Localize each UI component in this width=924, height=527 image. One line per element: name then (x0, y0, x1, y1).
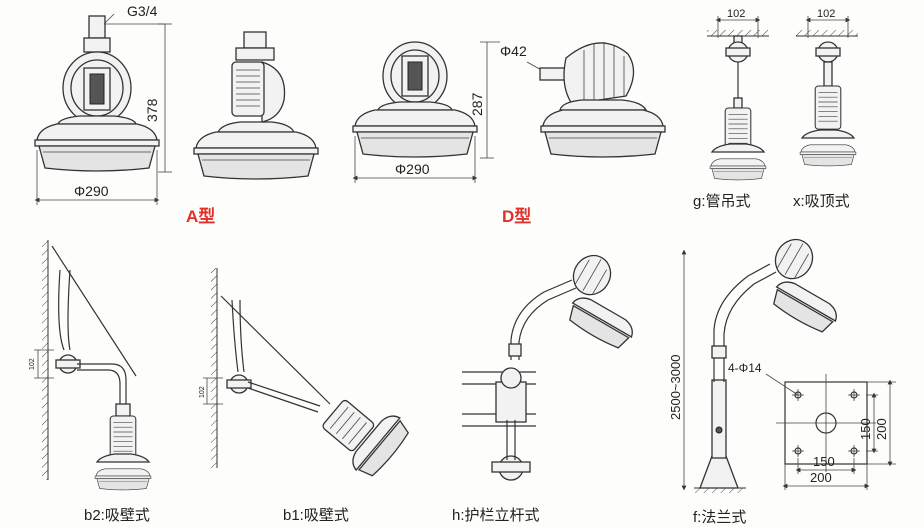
flange-inner-width-label: 150 (813, 454, 835, 469)
a-type-front-view (34, 15, 160, 172)
b1-dim-label: 102 (199, 386, 206, 398)
g-pipe-mount: 102 g:管吊式 (693, 8, 769, 210)
a-height-label: 378 (144, 98, 160, 122)
flange-outer-height-label: 200 (874, 418, 889, 440)
h-guardrail-mount: h:护栏立杆式 (452, 254, 633, 524)
d-type-front-view (352, 41, 478, 158)
flange-outer-width-label: 200 (810, 470, 832, 485)
b2-wall-mount: 102 b2:吸壁式 (29, 240, 152, 524)
b1-mount-label: b1:吸壁式 (283, 507, 349, 524)
f-height-label: 2500~3000 (668, 355, 683, 420)
a-diameter-label: Φ290 (74, 183, 109, 199)
g-dim-label: 102 (727, 8, 745, 20)
b2-mount-label: b2:吸壁式 (84, 507, 150, 524)
flange-plate-detail: 4-Φ14 150 200 150 200 (728, 361, 896, 490)
x-dim-label: 102 (817, 8, 835, 20)
a-type-side-view (193, 31, 319, 180)
d-type-dimensions: 287 Φ290 Φ42 (352, 41, 546, 183)
g-mount-label: g:管吊式 (693, 193, 751, 210)
a-type-dimensions: G3/4 378 Φ290 (34, 3, 172, 205)
d-diameter-label: Φ290 (395, 161, 430, 177)
a-type-label: A型 (186, 206, 215, 226)
a-thread-label: G3/4 (127, 3, 158, 19)
d-pipe-diameter-label: Φ42 (500, 43, 527, 59)
x-mount-label: x:吸顶式 (793, 193, 850, 210)
f-mount-label: f:法兰式 (693, 509, 746, 526)
d-type-side-view (539, 42, 666, 158)
b1-wall-mount: 102 b1:吸壁式 (199, 268, 410, 524)
flange-inner-height-label: 150 (858, 418, 873, 440)
flange-holes-label: 4-Φ14 (728, 361, 762, 375)
h-mount-label: h:护栏立杆式 (452, 507, 540, 524)
x-ceiling-mount: 102 x:吸顶式 (793, 8, 858, 210)
d-type-label: D型 (502, 206, 531, 226)
f-flange-mount: 2500~3000 f:法兰式 (668, 238, 837, 526)
b2-dim-label: 102 (29, 358, 36, 370)
d-height-label: 287 (469, 92, 485, 116)
